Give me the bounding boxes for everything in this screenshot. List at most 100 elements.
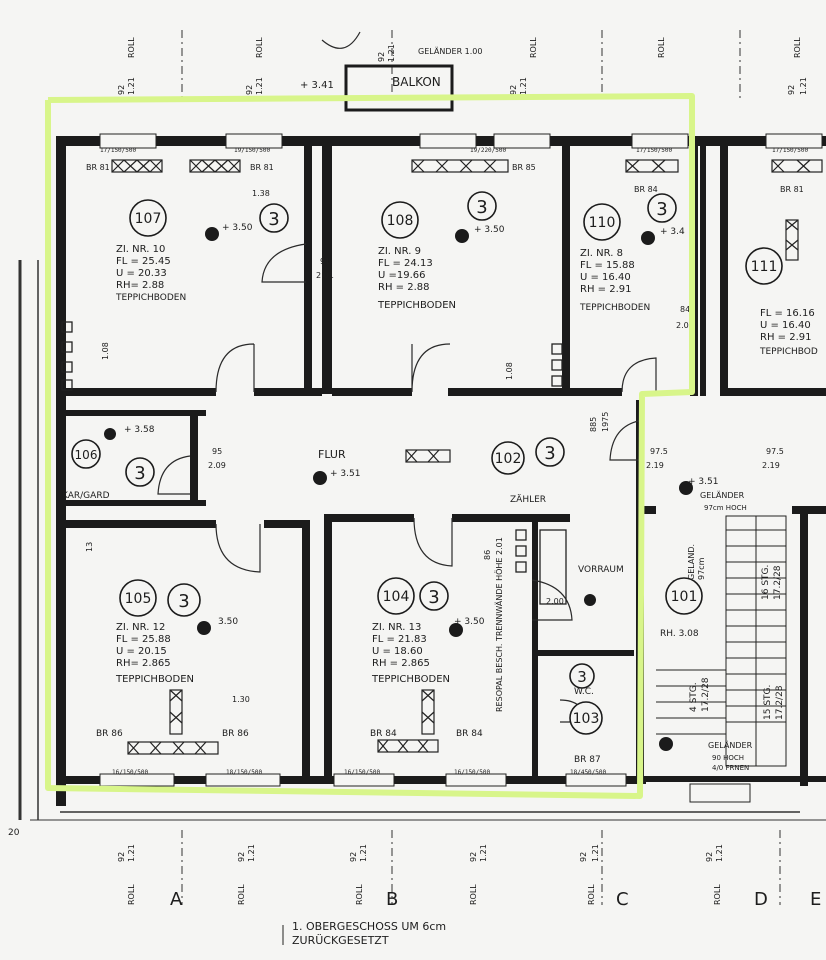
dim-92: 92	[117, 85, 126, 95]
flur-level: + 3.51	[330, 469, 360, 479]
dim-label: 2.09	[208, 461, 226, 470]
stair-label-b: 15 STG.	[763, 685, 773, 720]
dim-92: 92	[787, 85, 796, 95]
room-108-line: RH = 2.88	[378, 282, 429, 293]
stair-label-a: 4 STG.	[689, 682, 699, 712]
room-107-line: TEPPICHBODEN	[115, 293, 186, 303]
room-110-level: + 3.4	[660, 227, 685, 237]
mark-three: 3	[178, 591, 189, 612]
fixture-icon	[641, 231, 655, 245]
dim-121: 1.21	[715, 844, 724, 862]
room-105-line: RH= 2.865	[116, 658, 171, 669]
dim-92: 92	[469, 852, 478, 862]
room-number-102: 102	[495, 451, 522, 467]
room-107-line: ZI. NR. 10	[116, 244, 165, 255]
dim-121: 1.21	[127, 77, 136, 95]
lift-label-a: GELAND.	[687, 544, 696, 580]
roll-marks-top: ROLL ROLL ROLL ROLL ROLL 92 1.21 92 1.21…	[117, 37, 808, 95]
room-number-110: 110	[589, 215, 616, 231]
mark-three: 3	[476, 197, 487, 218]
dim-label: 1.08	[101, 342, 110, 360]
room-107-br: BR 81	[86, 163, 110, 172]
fixture-icon	[455, 229, 469, 243]
stair-label-c: 16 STG.	[761, 565, 771, 600]
room-number-111: 111	[751, 259, 778, 275]
staircase	[656, 515, 787, 803]
room-110-line: ZI. NR. 8	[580, 248, 623, 259]
roll-label: ROLL	[529, 37, 538, 58]
dim-92: 92	[245, 85, 254, 95]
mark-three: 3	[134, 463, 145, 484]
room-number-106: 106	[75, 448, 98, 462]
dim-label: 2.00	[546, 597, 564, 606]
stair-label-a2: 17.2/28	[701, 677, 711, 712]
dim-121: 1.21	[247, 844, 256, 862]
roll-label: ROLL	[355, 884, 364, 905]
room-104-line: U = 18.60	[372, 646, 423, 657]
dim-121: 1.21	[591, 844, 600, 862]
dim-121: 1.21	[799, 77, 808, 95]
room-number-104: 104	[383, 589, 410, 605]
roll-label: ROLL	[587, 884, 596, 905]
handwritten-threes: 3 3 3 3 3 3 3 3	[134, 197, 667, 686]
room-number-108: 108	[387, 213, 414, 229]
room-104-br2: BR 84	[456, 729, 483, 739]
dim-label: 1.08	[505, 362, 514, 380]
room-108-line: ZI. NR. 9	[378, 246, 421, 257]
balcony: BALKON + 3.41 GELÄNDER 1.00	[300, 31, 482, 112]
room-105-line: ZI. NR. 12	[116, 622, 165, 633]
room-105-line: TEPPICHBODEN	[115, 674, 194, 685]
roll-label: ROLL	[237, 884, 246, 905]
roll-label: ROLL	[657, 37, 666, 58]
vorraum-label: VORRAUM	[578, 565, 624, 575]
footnote-line2: ZURÜCKGESETZT	[292, 934, 389, 947]
window-mark: 16/150/500	[454, 769, 491, 776]
room-number-107: 107	[135, 211, 162, 227]
wc-label: W.C.	[574, 687, 594, 697]
dim-121: 1.21	[387, 44, 396, 62]
gelaender-stair-label: GELÄNDER	[700, 490, 745, 500]
room-106-level: + 3.58	[124, 425, 155, 435]
room-101-rh: RH. 3.08	[660, 629, 699, 639]
room-108-line: TEPPICHBODEN	[377, 300, 456, 311]
room-104-info: ZI. NR. 13 FL = 21.83 U = 18.60 RH = 2.8…	[370, 617, 485, 739]
dim-121: 1.21	[359, 844, 368, 862]
room-107-info: ZI. NR. 10 FL = 25.45 U = 20.33 RH= 2.88…	[86, 163, 274, 303]
room-104-line: TEPPICHBODEN	[371, 674, 450, 685]
room-number-105: 105	[125, 591, 152, 607]
mark-three: 3	[544, 443, 555, 464]
zaehler-label: ZÄHLER	[510, 494, 546, 505]
handwritten-marks	[125, 191, 677, 689]
room-107-line: U = 20.33	[116, 268, 167, 279]
room-111-line: RH = 2.91	[760, 332, 811, 343]
dim-label: 1.30	[232, 695, 250, 704]
dim-92: 92	[349, 852, 358, 862]
room-111-line: TEPPICHBOD	[759, 347, 818, 357]
room-107-line: FL = 25.45	[116, 256, 171, 267]
dim-92: 92	[705, 852, 714, 862]
room-numbers: 107 108 110 111 106 102 105 104 103 101	[75, 211, 778, 727]
window-mark: 19/220/500	[470, 147, 507, 154]
exterior-walls	[56, 133, 826, 806]
window-mark: 18/450/500	[570, 769, 607, 776]
dim-121: 1.21	[127, 844, 136, 862]
dim-label: 2.19	[646, 461, 664, 470]
room-107-line: RH= 2.88	[116, 280, 164, 291]
room-111-line: U = 16.40	[760, 320, 811, 331]
room-111-br: BR 81	[780, 185, 804, 194]
stair-label-c2: 17.2/28	[773, 565, 783, 600]
fixture-icon	[313, 471, 327, 485]
axis-label-e: E	[810, 889, 821, 910]
dim-92: 92	[509, 85, 518, 95]
room-number-103: 103	[573, 711, 600, 727]
roll-marks-bottom: 92 1.21 ROLL 92 1.21 ROLL 92 1.21 ROLL 9…	[117, 844, 724, 905]
room-104-level: + 3.50	[454, 617, 485, 627]
roll-label: ROLL	[255, 37, 264, 58]
footnote-line1: 1. OBERGESCHOSS UM 6cm	[292, 920, 446, 933]
mark-three: 3	[577, 668, 587, 686]
window-mark: 19/150/500	[234, 147, 271, 154]
resopal-label: RESOPAL BESCH. TRENNWÄNDE HÖHE 2.01	[494, 537, 504, 712]
roll-label: ROLL	[713, 884, 722, 905]
dim-label: 2.01	[316, 271, 334, 280]
fixture-icon	[205, 227, 219, 241]
